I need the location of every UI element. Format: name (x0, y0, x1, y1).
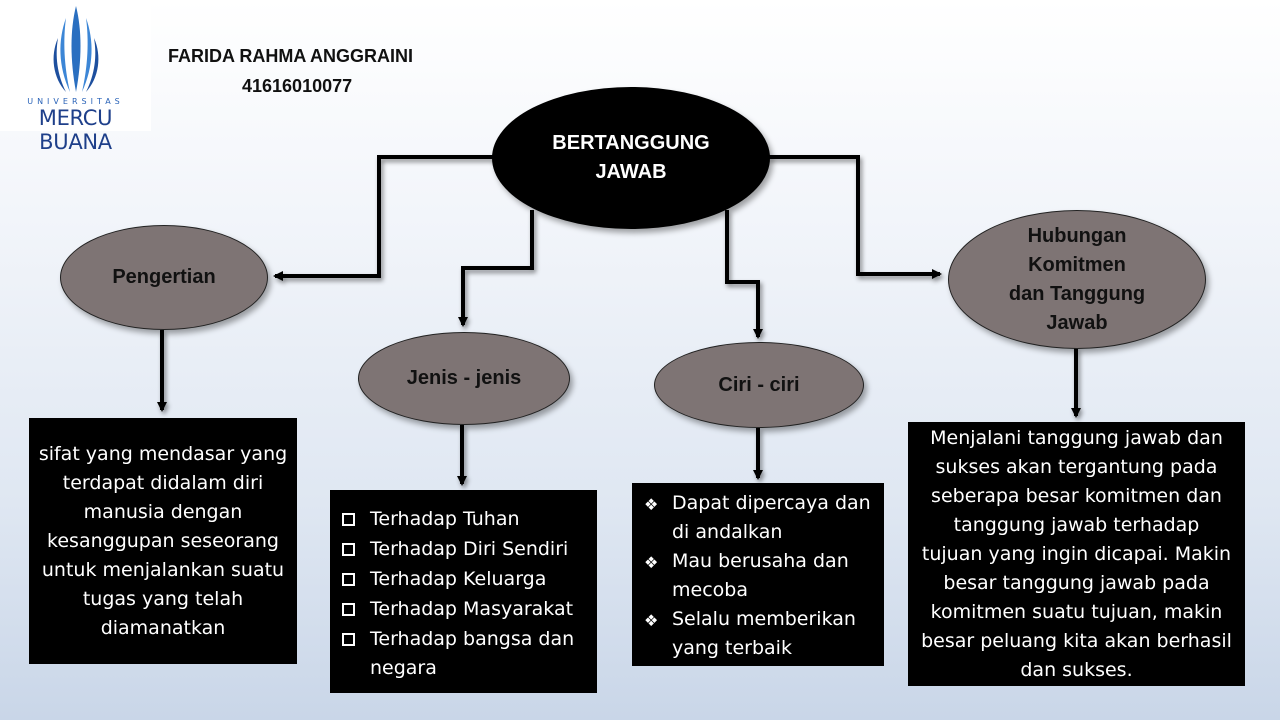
list-item: Terhadap Keluarga (342, 565, 587, 595)
root-node: BERTANGGUNG JAWAB (492, 87, 770, 229)
node-jenis: Jenis - jenis (358, 332, 570, 425)
checkbox-icon (342, 633, 355, 646)
node-ciri: Ciri - ciri (654, 342, 864, 428)
hubungan-line: komitmen suatu tujuan, makin (930, 601, 1223, 623)
pengertian-line: tugas yang telah (82, 588, 244, 610)
node-pengertian-title: Pengertian (112, 266, 216, 288)
university-logo: UNIVERSITAS MERCU BUANA (0, 0, 151, 154)
hubungan-line: dan sukses. (1020, 659, 1133, 681)
author-id: 41616010077 (242, 76, 353, 96)
node-hubungan-line: Hubungan (1027, 224, 1127, 247)
ciri-box: ❖Dapat dipercaya dan di andalkan ❖Mau be… (632, 483, 884, 666)
logo-emblem-icon (53, 6, 99, 92)
pengertian-line: sifat yang mendasar yang (38, 443, 288, 465)
logo-name: MERCU BUANA (38, 106, 113, 154)
pengertian-line: kesanggupan seseorang (47, 530, 279, 552)
hubungan-line: sukses akan tergantung pada (935, 456, 1218, 478)
connector-pengertian (273, 155, 495, 281)
hubungan-line: tujuan yang ingin dicapai. Makin (921, 543, 1232, 565)
node-hubungan: Hubungan Komitmen dan Tanggung Jawab (948, 210, 1206, 349)
list-item: Terhadap Tuhan (342, 505, 587, 535)
pengertian-line: untuk menjalankan suatu (41, 559, 285, 581)
list-item: ❖Mau berusaha dan mecoba (644, 550, 849, 601)
list-item: Terhadap Diri Sendiri (342, 535, 587, 565)
connector-jenis (458, 210, 534, 327)
list-item: Terhadap Masyarakat (342, 595, 587, 625)
author-name: FARIDA RAHMA ANGGRAINI (168, 46, 413, 66)
node-pengertian: Pengertian (60, 225, 268, 330)
node-jenis-title: Jenis - jenis (406, 367, 522, 389)
logo-subtitle: UNIVERSITAS (27, 97, 124, 106)
jenis-box: Terhadap Tuhan Terhadap Diri Sendiri Ter… (330, 490, 597, 693)
pengertian-line: diamanatkan (100, 617, 226, 639)
hubungan-line: tanggung jawab terhadap (953, 514, 1200, 536)
node-hubungan-line: dan Tanggung (1008, 282, 1146, 305)
connector-hubungan (767, 155, 942, 279)
root-line-2: JAWAB (595, 161, 667, 183)
hubungan-box: Menjalani tanggung jawab dan sukses akan… (908, 422, 1245, 686)
hubungan-line: besar peluang kita akan berhasil (921, 630, 1232, 652)
diamond-icon: ❖ (644, 611, 659, 630)
diamond-icon: ❖ (644, 553, 659, 572)
list-item: ❖Dapat dipercaya dan di andalkan (644, 492, 871, 543)
pengertian-line: manusia dengan (83, 501, 243, 523)
pengertian-box: sifat yang mendasar yang terdapat didala… (29, 418, 297, 664)
hubungan-line: besar tanggung jawab pada (943, 572, 1210, 594)
list-item: Terhadap bangsa dan negara (342, 625, 587, 683)
checkbox-icon (342, 603, 355, 616)
hubungan-line: Menjalani tanggung jawab dan (930, 427, 1223, 449)
connector-ciri (725, 210, 763, 339)
hubungan-line: seberapa besar komitmen dan (931, 485, 1222, 507)
node-ciri-title: Ciri - ciri (718, 373, 800, 396)
diamond-icon: ❖ (644, 495, 659, 514)
checkbox-icon (342, 573, 355, 586)
node-hubungan-line: Komitmen (1028, 253, 1126, 276)
pengertian-line: terdapat didalam diri (62, 472, 264, 494)
node-hubungan-line: Jawab (1046, 311, 1108, 334)
checkbox-icon (342, 513, 355, 526)
root-line-1: BERTANGGUNG (552, 132, 710, 154)
list-item: ❖Selalu memberikan yang terbaik (644, 608, 856, 659)
checkbox-icon (342, 543, 355, 556)
